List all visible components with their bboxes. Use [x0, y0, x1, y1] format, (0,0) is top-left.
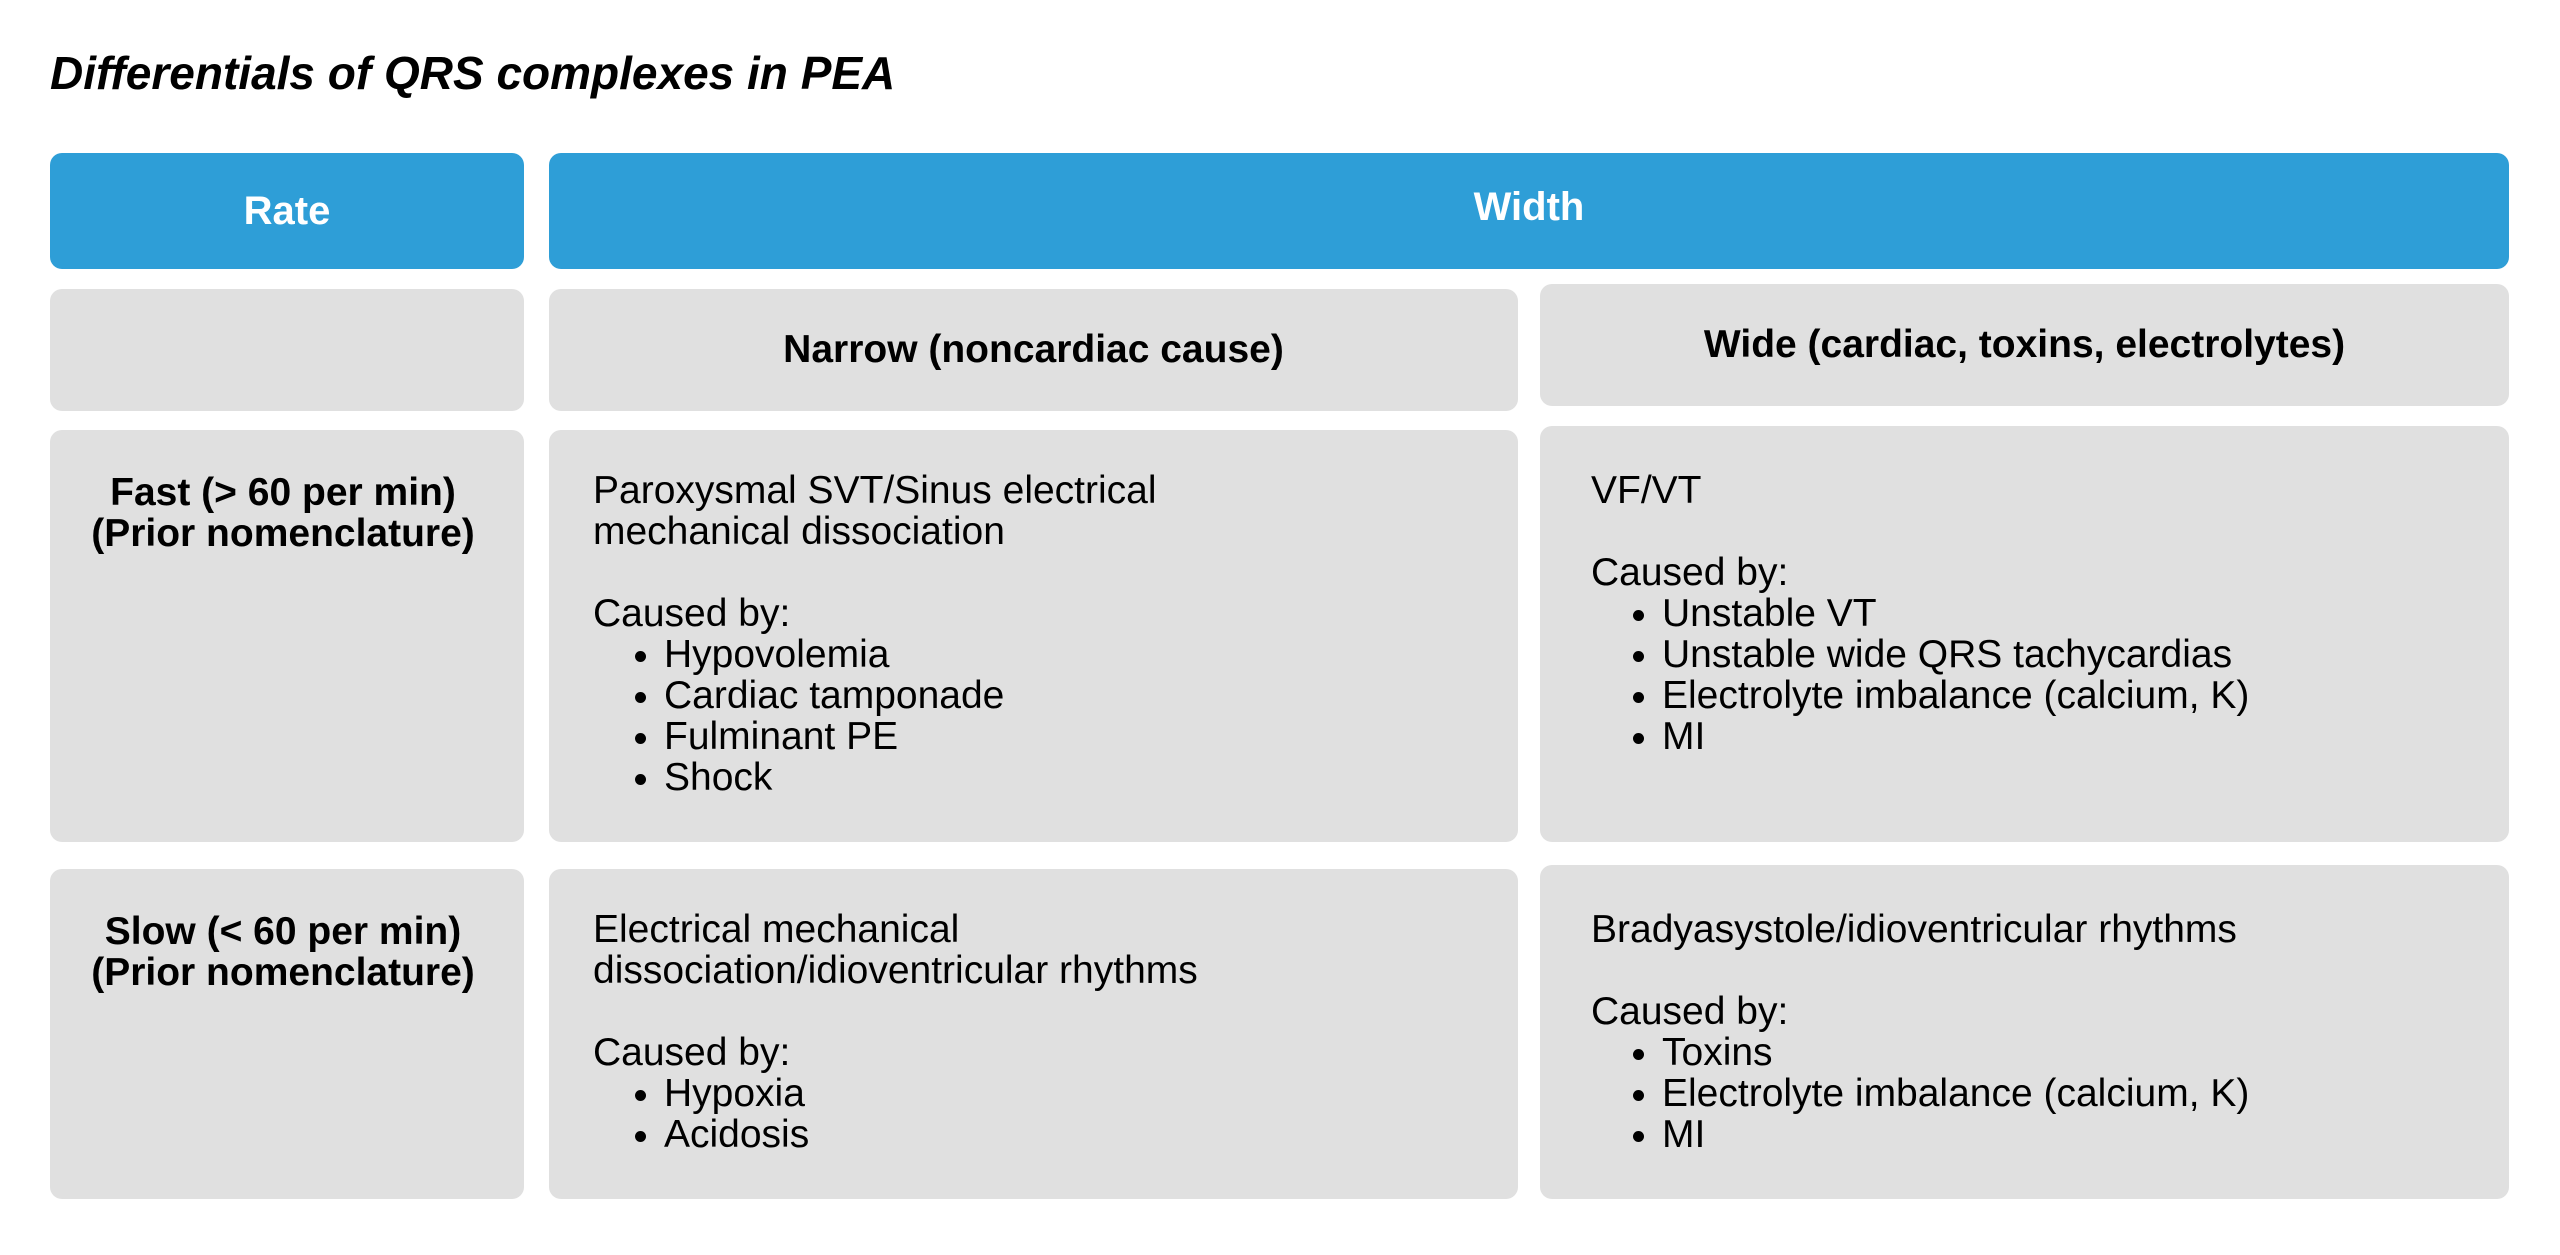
- slow-wide-causes-list: Toxins Electrolyte imbalance (calcium, K…: [1591, 1032, 2479, 1155]
- rate-header: Rate: [50, 153, 524, 269]
- list-item: Fulminant PE: [664, 716, 1488, 757]
- slow-row-label-line2: (Prior nomenclature): [91, 951, 475, 994]
- slow-wide-lead: Bradyasystole/idioventricular rhythms: [1591, 908, 2237, 951]
- fast-narrow-causes-list: Hypovolemia Cardiac tamponade Fulminant …: [593, 634, 1488, 798]
- empty-rate-subheader: [50, 289, 524, 411]
- fast-row-label-line2: (Prior nomenclature): [91, 512, 475, 555]
- wide-column-header: Wide (cardiac, toxins, electrolytes): [1540, 284, 2509, 406]
- fast-wide-caused-by: Caused by:: [1591, 551, 1789, 594]
- narrow-column-label: Narrow (noncardiac cause): [783, 328, 1284, 371]
- page-title: Differentials of QRS complexes in PEA: [50, 47, 896, 99]
- width-header-label: Width: [1473, 184, 1585, 229]
- slow-narrow-cell: Electrical mechanical dissociation/idiov…: [549, 869, 1518, 1199]
- list-item: Electrolyte imbalance (calcium, K): [1662, 1073, 2479, 1114]
- narrow-column-header: Narrow (noncardiac cause): [549, 289, 1518, 411]
- slow-row-label-line1: Slow (< 60 per min): [104, 910, 462, 953]
- slow-narrow-causes-list: Hypoxia Acidosis: [593, 1073, 1488, 1155]
- list-item: MI: [1662, 1114, 2479, 1155]
- list-item: Shock: [664, 757, 1488, 798]
- list-item: Cardiac tamponade: [664, 675, 1488, 716]
- width-header: Width: [549, 153, 2509, 269]
- fast-row-label-line1: Fast (> 60 per min): [110, 471, 456, 514]
- list-item: Unstable VT: [1662, 593, 2479, 634]
- rate-header-label: Rate: [243, 188, 331, 233]
- slow-wide-cell: Bradyasystole/idioventricular rhythms Ca…: [1540, 865, 2509, 1199]
- list-item: Unstable wide QRS tachycardias: [1662, 634, 2479, 675]
- list-item: Acidosis: [664, 1114, 1488, 1155]
- fast-row-label: Fast (> 60 per min) (Prior nomenclature): [50, 430, 524, 842]
- slow-narrow-lead: Electrical mechanical dissociation/idiov…: [593, 908, 1198, 992]
- list-item: Hypovolemia: [664, 634, 1488, 675]
- fast-wide-cell: VF/VT Caused by: Unstable VT Unstable wi…: [1540, 426, 2509, 842]
- list-item: Toxins: [1662, 1032, 2479, 1073]
- fast-narrow-caused-by: Caused by:: [593, 592, 791, 635]
- fast-wide-causes-list: Unstable VT Unstable wide QRS tachycardi…: [1591, 593, 2479, 757]
- slow-row-label: Slow (< 60 per min) (Prior nomenclature): [50, 869, 524, 1199]
- slow-narrow-caused-by: Caused by:: [593, 1031, 791, 1074]
- list-item: MI: [1662, 716, 2479, 757]
- fast-narrow-lead: Paroxysmal SVT/Sinus electrical mechanic…: [593, 469, 1157, 553]
- fast-narrow-cell: Paroxysmal SVT/Sinus electrical mechanic…: [549, 430, 1518, 842]
- fast-wide-lead: VF/VT: [1591, 469, 1702, 512]
- slow-wide-caused-by: Caused by:: [1591, 990, 1789, 1033]
- list-item: Hypoxia: [664, 1073, 1488, 1114]
- list-item: Electrolyte imbalance (calcium, K): [1662, 675, 2479, 716]
- wide-column-label: Wide (cardiac, toxins, electrolytes): [1703, 323, 2346, 366]
